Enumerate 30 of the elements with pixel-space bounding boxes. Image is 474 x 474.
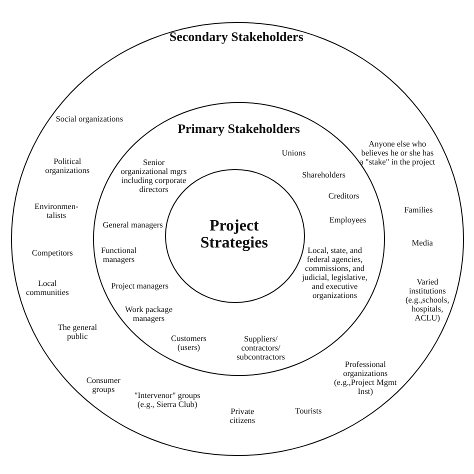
stakeholder-label: Employees [328,216,368,226]
stakeholder-label: Suppliers/ contractors/ subcontractors [236,335,286,362]
stakeholder-label: Media [410,240,434,249]
stakeholder-label: Varied institutions (e.g.,schools, hospitals, ACLU) [404,279,450,324]
stakeholder-label: Environmen-talists [34,203,80,222]
stakeholder-label: Families [403,206,434,216]
stakeholder-circle [11,22,464,456]
stakeholder-label: General managers [102,221,163,230]
stakeholder-label: Senior organizational mgrs including corporate directors [120,158,187,195]
stakeholder-label: Work package managers [124,306,174,324]
stakeholder-label: Social organizations [55,116,124,125]
stakeholder-label: Creditors [327,192,360,202]
stakeholder-label: "Intervenor" groups (e.g., Sierra Club) [133,392,202,410]
stakeholder-label: Local, state, and federal agencies, commissions, and judicial, legislative, and executive organizations [300,246,368,301]
stakeholder-label: Tourists [294,408,323,417]
circle-heading: Project Strategies [199,218,269,252]
stakeholder-label: Consumer groups [85,377,122,396]
circle-heading: Primary Stakeholders [178,122,300,136]
stakeholder-label: Project managers [111,282,168,292]
stakeholder-label: Shareholders [301,171,346,180]
circle-heading: Secondary Stakeholders [169,30,304,44]
stakeholder-label: Professional organizations (e.g.,Project Mgmt Inst) [333,361,398,398]
stakeholder-label: Private citizens [228,408,256,426]
stakeholder-label: The general public [56,324,98,342]
stakeholder-label: Competitors [30,250,74,259]
stakeholder-label: Functional managers [100,246,138,265]
stakeholder-label: Political organizations [44,158,91,176]
stakeholder-label: Local communities [24,280,70,298]
stakeholder-label: Customers (users) [170,334,208,353]
stakeholder-label: Unions [280,149,307,158]
